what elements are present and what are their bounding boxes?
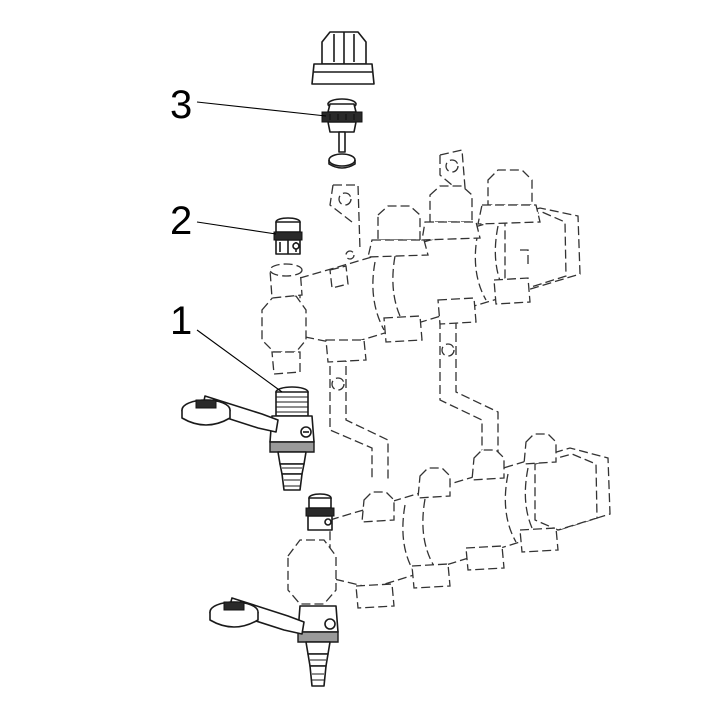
mounting-bracket-left — [329, 184, 389, 480]
callout-number-1: 1 — [170, 299, 192, 343]
lower-drain-valve — [209, 493, 339, 687]
callout-number-3: 3 — [170, 83, 192, 127]
lower-valve-caps — [361, 433, 557, 523]
upper-manifold-bar — [261, 207, 581, 375]
lower-outlets — [355, 527, 559, 609]
callout-2-leader — [196, 221, 277, 235]
mounting-bracket-right — [439, 149, 499, 458]
upper-outlets — [325, 277, 531, 363]
valve-insert-part — [311, 31, 375, 169]
callout-3-leader — [196, 101, 327, 117]
callout-1-leader — [196, 329, 283, 393]
callout-number-2: 2 — [170, 199, 192, 243]
upper-valve-caps — [367, 169, 541, 258]
drain-valve-part — [181, 386, 315, 491]
air-vent-part — [273, 217, 303, 255]
lower-manifold-bar — [287, 447, 611, 605]
